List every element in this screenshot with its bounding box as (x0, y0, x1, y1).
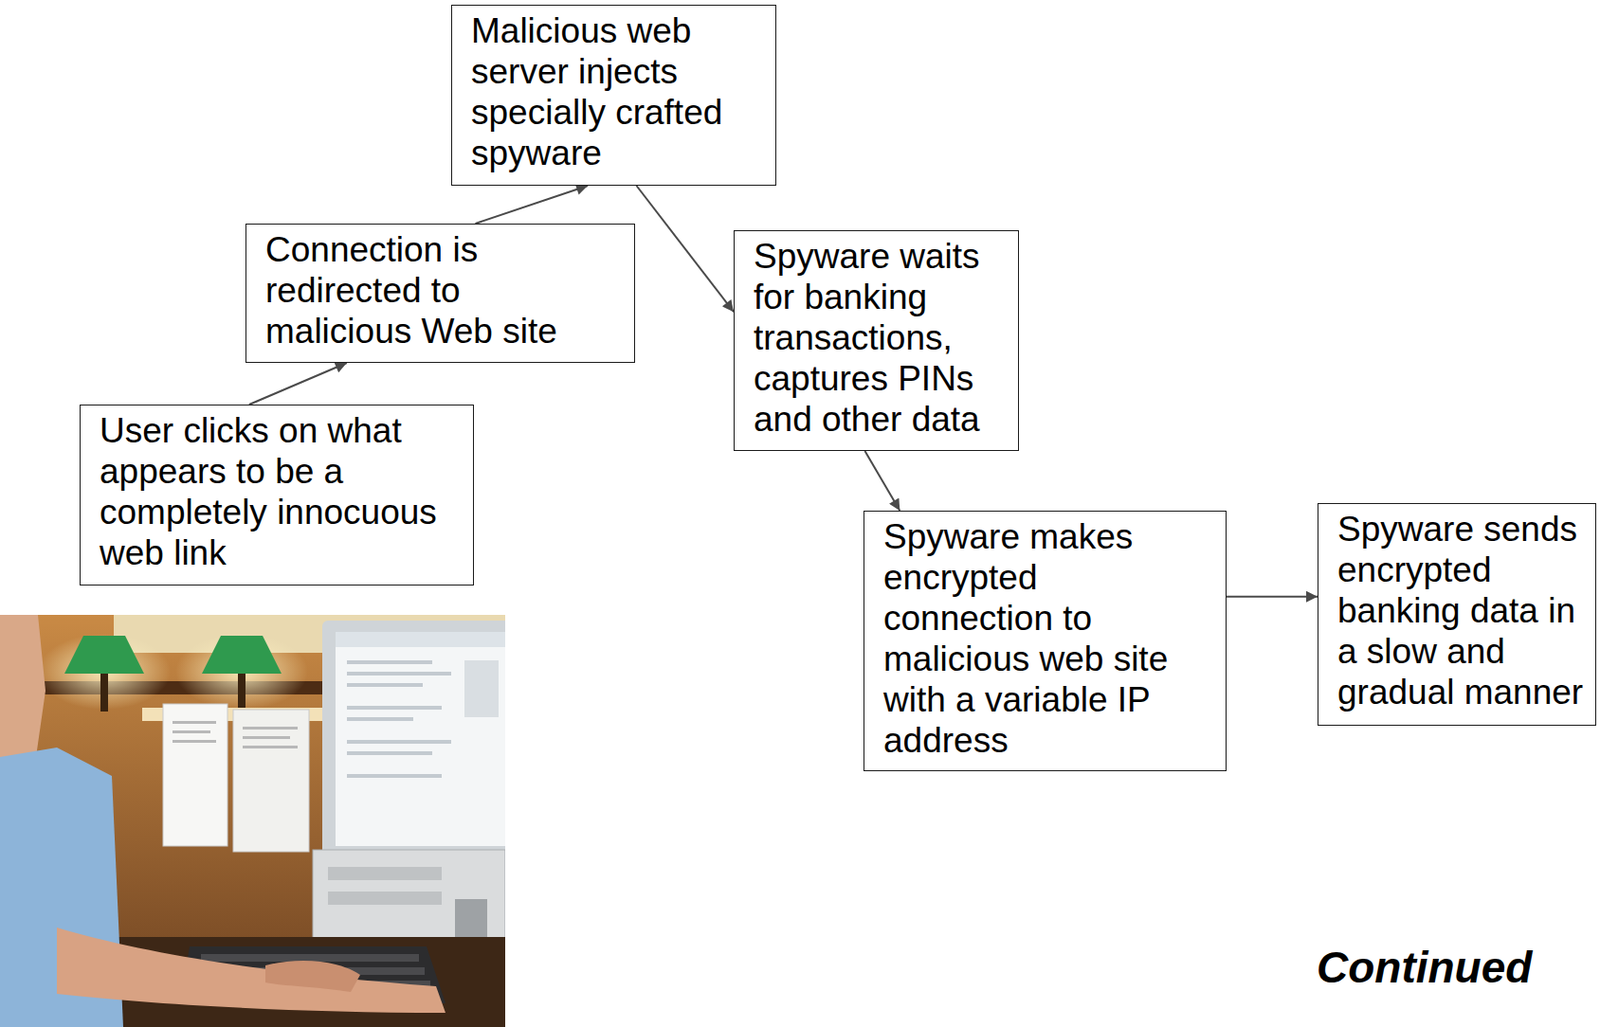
box-text: Connection is redirected to malicious We… (265, 229, 597, 352)
box-text: User clicks on what appears to be a comp… (99, 410, 455, 574)
process-box: Malicious web server injects specially c… (451, 4, 777, 186)
box-text: Spyware makes encrypted connection to ma… (883, 516, 1207, 762)
case-vent (454, 899, 488, 938)
library-wall (0, 615, 506, 1027)
paper-stand (163, 704, 228, 847)
box-text: Malicious web server injects specially c… (471, 10, 757, 174)
flow-arrow (864, 451, 900, 511)
person-forearm (56, 927, 446, 1014)
green-lamp-shade (64, 636, 145, 674)
monitor-screen (335, 632, 506, 847)
green-lamp-shade (201, 636, 282, 674)
monitor-bezel (322, 620, 506, 870)
process-box: Spyware waits for banking transactions, … (733, 230, 1019, 452)
photo-content (0, 615, 506, 1027)
computer-case (312, 850, 506, 953)
user-at-computer-photo (0, 615, 506, 1027)
process-box: User clicks on what appears to be a comp… (79, 404, 474, 586)
paper-stand (233, 709, 310, 853)
drive-bay (327, 867, 442, 881)
box-text: Spyware sends encrypted banking data in … (1337, 509, 1592, 713)
screen-bar (335, 632, 506, 648)
process-box: Spyware makes encrypted connection to ma… (863, 510, 1227, 772)
box-text: Spyware waits for banking transactions, … (753, 236, 1000, 440)
process-box: Spyware sends encrypted banking data in … (1317, 503, 1597, 727)
flow-arrow (636, 185, 734, 312)
lamp-stand (100, 673, 109, 712)
continued-note: Continued (1316, 942, 1532, 994)
flow-arrow (249, 363, 347, 405)
drive-bay (327, 891, 442, 906)
lamp-stand (237, 673, 246, 712)
process-box: Connection is redirected to malicious We… (245, 223, 636, 364)
flow-arrow (1226, 596, 1318, 599)
flow-arrow (474, 185, 588, 224)
person-hand (265, 961, 361, 993)
person-face (0, 615, 46, 767)
paper-lines (172, 721, 298, 749)
screen-lines (346, 660, 499, 779)
